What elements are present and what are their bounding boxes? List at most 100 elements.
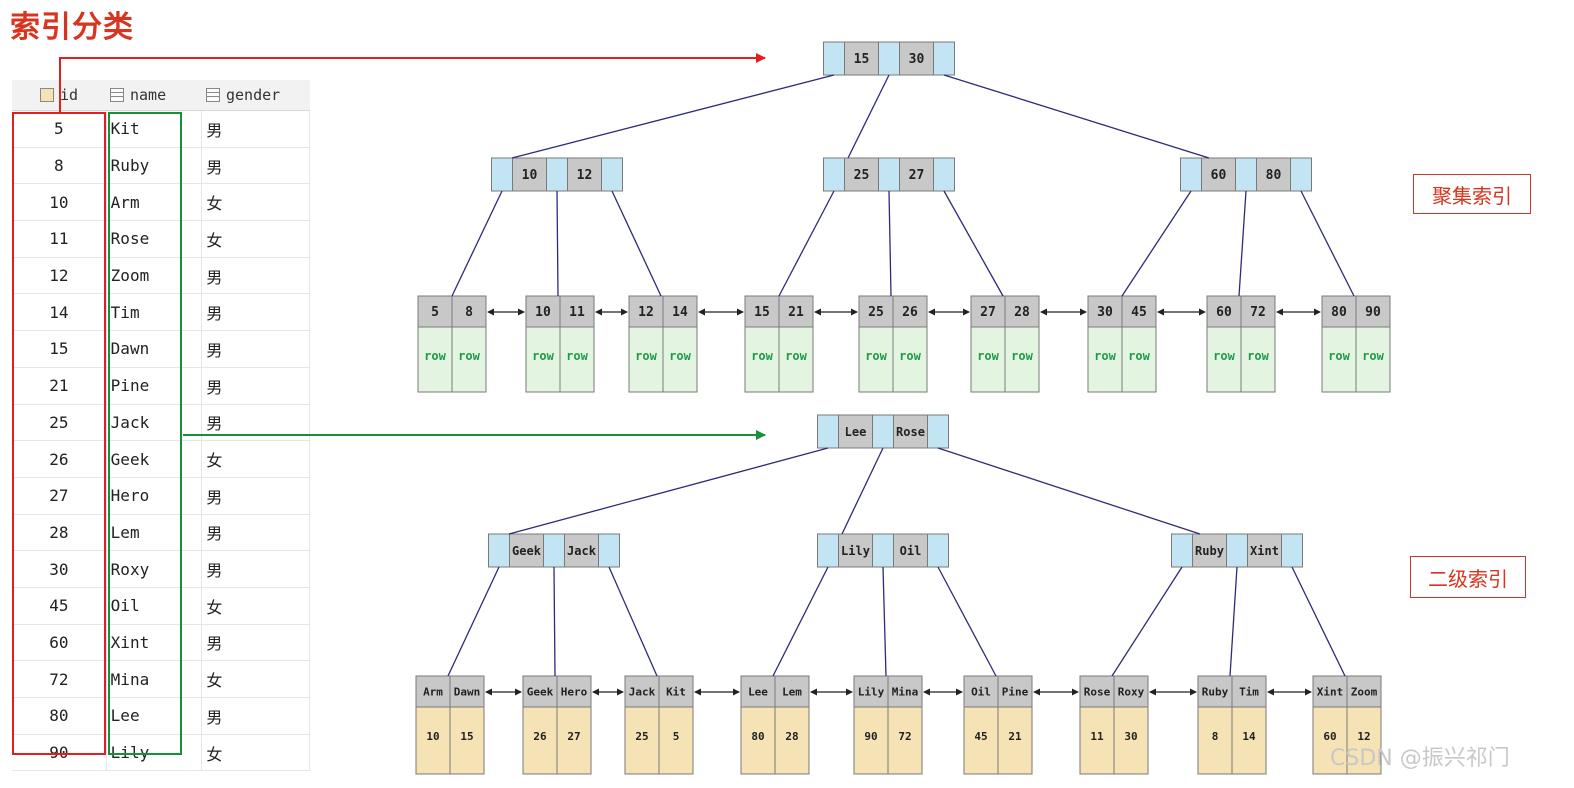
column-header-id[interactable]: id [12, 80, 106, 110]
clustered-internal-key: 80 [1266, 168, 1282, 183]
clustered-internal-pointer-cell [1290, 157, 1312, 192]
secondary-leaf-value-cell [963, 706, 999, 775]
secondary-leaf-key: Tim [1239, 686, 1259, 699]
clustered-leaf-value: row [1362, 349, 1384, 363]
clustered-leaf-value: row [865, 349, 887, 363]
clustered-leaf-value: row [899, 349, 921, 363]
secondary-leaf-key-cell [658, 675, 694, 708]
secondary-leaf-value: 8 [1212, 730, 1219, 743]
clustered-internal-pointer-cell [1180, 157, 1202, 192]
clustered-internal-pointer-cell [491, 157, 513, 192]
cell-id: 15 [12, 331, 107, 367]
clustered-leaf-key-cell [858, 295, 894, 328]
secondary-edge [447, 566, 500, 677]
cell-gender: 男 [202, 147, 310, 184]
clustered-leaf-key: 72 [1250, 305, 1266, 320]
secondary-internal-pointer-cell [872, 533, 894, 568]
cell-id: 27 [12, 477, 107, 514]
secondary-internal-key-cell [838, 533, 873, 568]
secondary-internal-key-cell [564, 533, 599, 568]
secondary-leaf-value-cell [624, 706, 660, 775]
secondary-leaf-key-cell [522, 675, 558, 708]
cell-name: Oil [107, 587, 203, 624]
secondary-internal-key: Oil [900, 544, 922, 558]
secondary-leaf-value-cell [997, 706, 1033, 775]
clustered-root-pointer-cell [878, 41, 900, 76]
cell-gender: 男 [202, 477, 310, 514]
secondary-leaf-value-cell [853, 706, 889, 775]
clustered-edge [451, 190, 503, 297]
cell-gender: 女 [202, 221, 310, 257]
clustered-edge [611, 190, 662, 297]
clustered-leaf-value-cell [1087, 326, 1123, 393]
secondary-leaf-key-cell [1113, 675, 1149, 708]
column-header-gender-label: gender [226, 86, 281, 104]
clustered-leaf-key-cell [1206, 295, 1242, 328]
secondary-internal-pointer-cell [1226, 533, 1248, 568]
secondary-leaf-key: Lee [748, 686, 768, 699]
column-header-gender[interactable]: gender [202, 80, 310, 110]
table-header: id name gender [12, 80, 310, 111]
clustered-pointer-arrow [59, 53, 766, 112]
cell-id: 80 [12, 698, 107, 734]
secondary-edge [772, 566, 829, 677]
clustered-leaf-value-cell [417, 326, 453, 393]
column-icon [206, 88, 220, 102]
name-column-highlight [108, 112, 182, 755]
secondary-leaf-value-cell [415, 706, 451, 775]
secondary-leaf-value: 60 [1323, 730, 1336, 743]
secondary-leaf-value: 26 [533, 730, 547, 743]
cell-name: Lily [107, 734, 203, 771]
clustered-leaf-key: 11 [569, 305, 585, 320]
clustered-leaf-value: row [669, 349, 691, 363]
secondary-leaf-value-cell [1346, 706, 1382, 775]
cell-gender: 男 [202, 257, 310, 294]
secondary-leaf-value-cell [774, 706, 810, 775]
secondary-leaf-key: Jack [629, 686, 656, 699]
cell-gender: 男 [202, 111, 310, 147]
secondary-leaf-key-cell [1079, 675, 1115, 708]
clustered-leaf-key: 90 [1365, 305, 1381, 320]
cell-id: 12 [12, 257, 107, 294]
clustered-leaf-key: 12 [638, 305, 654, 320]
cell-id: 72 [12, 661, 107, 697]
secondary-leaf-value: 90 [864, 730, 877, 743]
cell-gender: 男 [202, 404, 310, 441]
page-title: 索引分类 [10, 10, 134, 45]
clustered-leaf-value-cell [892, 326, 928, 393]
clustered-leaf-key: 60 [1216, 305, 1232, 320]
clustered-edge [888, 190, 892, 297]
clustered-leaf-key: 80 [1331, 305, 1347, 320]
clustered-edge [1121, 190, 1192, 297]
clustered-leaf-key: 25 [868, 305, 884, 320]
column-header-name[interactable]: name [106, 80, 202, 110]
clustered-leaf-value-cell [451, 326, 487, 393]
clustered-root-pointer-cell [823, 41, 845, 76]
secondary-internal-key: Xint [1250, 544, 1279, 558]
clustered-internal-pointer-cell [878, 157, 900, 192]
clustered-leaf-key-cell [1355, 295, 1391, 328]
cell-id: 21 [12, 367, 107, 404]
secondary-leaf-key: Zoom [1351, 686, 1378, 699]
clustered-leaf-value: row [977, 349, 999, 363]
cell-name: Dawn [107, 331, 203, 367]
